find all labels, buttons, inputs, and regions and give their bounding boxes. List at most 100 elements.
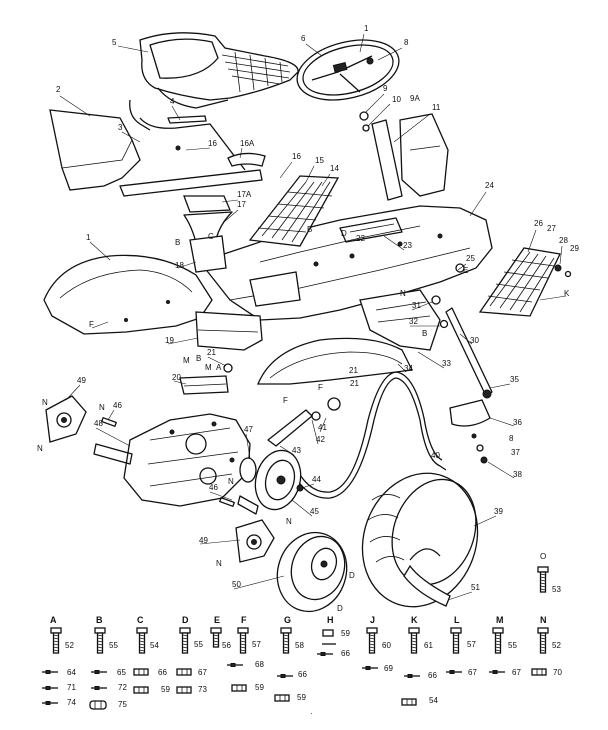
callout-label: 9A [410,94,420,103]
callout-label: 49 [199,536,208,545]
callout-label: 31 [412,301,421,310]
callout-label: 21 [349,366,358,375]
steering-wheel [296,39,400,101]
hardware-bolt-icon [408,627,420,654]
callout-label: A [216,363,222,372]
hardware-number: 59 [255,683,264,692]
hardware-letter: E [214,615,220,625]
hardware-washer-icon [227,663,243,667]
hardware-letter: F [241,615,247,625]
hardware-bolt-icon [537,627,549,654]
callout-label: 16A [240,139,255,148]
callout-label: N [99,403,105,412]
callout-label: 8 [404,38,409,47]
callout-label: 36 [513,418,522,427]
hardware-nut-flat-icon [176,668,192,676]
hardware-letter: G [284,615,291,625]
callout-label: N [216,559,222,568]
hardware-number: 59 [341,629,350,638]
wheel-rim [276,531,348,613]
hardware-number: 70 [553,668,562,677]
callout-label: 14 [330,164,339,173]
callout-label: 44 [312,475,321,484]
seat [129,32,299,131]
callout-label: 53 [552,585,561,594]
hardware-washer-icon [42,701,58,705]
callout-label: 16 [292,152,301,161]
hardware-letter: H [327,615,334,625]
callout-label: 25 [466,254,475,263]
callout-label: 45 [310,507,319,516]
hardware-bolt-icon [537,566,549,593]
callout-label: K [564,289,570,298]
hardware-letter: C [137,615,144,625]
callout-label: E [463,266,468,275]
callout-label: 21 [207,348,216,357]
callout-label: 24 [485,181,494,190]
seat-pan [49,109,266,197]
hardware-washer-icon [42,686,58,690]
callout-label: 19 [165,336,174,345]
hardware-bolt-short-icon [210,627,222,648]
callout-label: F [318,383,323,392]
callout-label: 22 [356,234,365,243]
hardware-number: 66 [158,668,167,677]
callout-label: 43 [292,446,301,455]
hardware-number: 66 [428,671,437,680]
callout-label: B [196,354,201,363]
callout-label: D [341,229,347,238]
callout-label: 15 [315,156,324,165]
callout-label: 10 [392,95,401,104]
left-brackets [183,195,263,351]
hardware-washer-icon [362,666,378,670]
drive-belt [289,371,447,499]
callout-label: 29 [570,244,579,253]
callout-label: 46 [113,401,122,410]
callout-label: 35 [510,375,519,384]
hardware-washer-icon [91,686,107,690]
hardware-letter: B [96,615,103,625]
hardware-letter: N [540,615,547,625]
hardware-number: 73 [198,685,207,694]
hardware-number: 66 [341,649,350,658]
hardware-nut-flat-icon [231,684,247,692]
callout-label: 38 [513,470,522,479]
callout-label: 9 [383,84,388,93]
hardware-letter: K [411,615,418,625]
hardware-number: 60 [382,641,391,650]
hardware-number: 55 [109,641,118,650]
hardware-number: 74 [67,698,76,707]
hardware-nut-flat-icon [401,698,417,706]
callout-label: 32 [409,317,418,326]
callout-label: 21 [350,379,359,388]
callout-label: 1 [364,24,369,33]
hardware-number: 67 [198,668,207,677]
hardware-nut-flat-icon [176,686,192,694]
hardware-number: 57 [467,640,476,649]
hardware-number: 67 [468,668,477,677]
callout-label: O [540,552,546,561]
steering-shaft [445,307,493,464]
callout-label: M [183,356,190,365]
callout-label: 33 [442,359,451,368]
transaxle [93,413,259,515]
callout-label: 23 [403,241,412,250]
callout-label: D [337,604,343,613]
callout-label: 17 [237,200,246,209]
callout-label: 4 [170,97,175,106]
callout-label: 40 [431,451,440,460]
hardware-number: 55 [194,640,203,649]
callout-label: 17A [237,190,252,199]
callout-label: 37 [511,448,520,457]
hardware-bolt-icon [179,627,191,654]
callout-label: 27 [547,224,556,233]
callout-label: 30 [470,336,479,345]
hardware-washer-icon [42,670,58,674]
callout-label: 51 [471,583,480,592]
leader-lines [59,33,567,601]
hardware-number: 69 [384,664,393,673]
callout-label: 8 [509,434,514,443]
hardware-number: 54 [429,696,438,705]
